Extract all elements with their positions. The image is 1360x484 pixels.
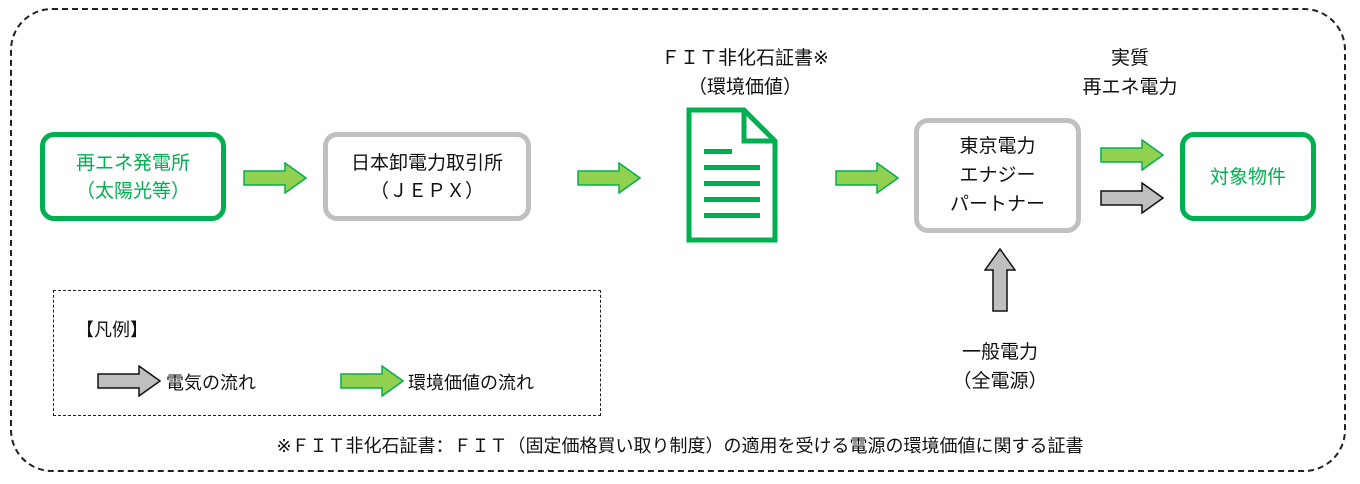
general-power-label: 一般電力 （全電源） <box>920 338 1080 396</box>
legend-electricity-flow: 電気の流れ <box>166 373 256 394</box>
green-arrow-icon <box>577 162 641 194</box>
legend-title: 【凡例】 <box>76 320 148 341</box>
gray-up-arrow-icon <box>984 248 1016 312</box>
green-arrow-icon <box>340 365 404 397</box>
certificate-label: ＦＩＴ非化石証書※ <box>661 47 829 69</box>
retailer-line3: パートナー <box>949 193 1045 215</box>
certificate-sublabel: （環境価値） <box>687 76 802 98</box>
document-icon <box>686 107 778 243</box>
outer-dashed-frame <box>10 8 1346 472</box>
footnote: ※ＦＩＴ非化石証書：ＦＩＴ（固定価格買い取り制度）の適用を受ける電源の環境価値に… <box>276 436 1084 457</box>
renewable-plant-sublabel: （太陽光等） <box>75 179 190 202</box>
legend-environmental-value-flow: 環境価値の流れ <box>408 373 534 394</box>
certificate-title: ＦＩＴ非化石証書※ （環境価値） <box>620 44 870 102</box>
renewable-plant-label: 再エネ発電所 <box>75 151 190 174</box>
jepx-box: 日本卸電力取引所 （ＪＥＰＸ） <box>323 132 531 221</box>
green-arrow-icon <box>243 162 307 194</box>
legend: 【凡例】 電気の流れ 環境価値の流れ <box>53 290 601 416</box>
effective-re-line2: 再エネ電力 <box>1082 76 1178 98</box>
retailer-line2: エナジー <box>959 164 1036 186</box>
gray-arrow-icon <box>1100 182 1164 214</box>
effective-re-line1: 実質 <box>1110 47 1149 69</box>
retailer-line1: 東京電力 <box>959 135 1036 157</box>
renewable-plant-box: 再エネ発電所 （太陽光等） <box>40 132 226 221</box>
target-property-label: 対象物件 <box>1209 165 1286 188</box>
jepx-label: 日本卸電力取引所 <box>350 151 503 174</box>
gray-arrow-icon <box>97 365 161 397</box>
green-arrow-icon <box>1100 139 1164 171</box>
retailer-box: 東京電力 エナジー パートナー <box>914 118 1081 233</box>
jepx-sublabel: （ＪＥＰＸ） <box>369 179 484 202</box>
general-power-line1: 一般電力 <box>961 341 1038 363</box>
green-arrow-icon <box>835 162 899 194</box>
effective-re-label: 実質 再エネ電力 <box>1050 44 1210 102</box>
target-property-box: 対象物件 <box>1180 132 1316 221</box>
general-power-line2: （全電源） <box>952 370 1048 392</box>
